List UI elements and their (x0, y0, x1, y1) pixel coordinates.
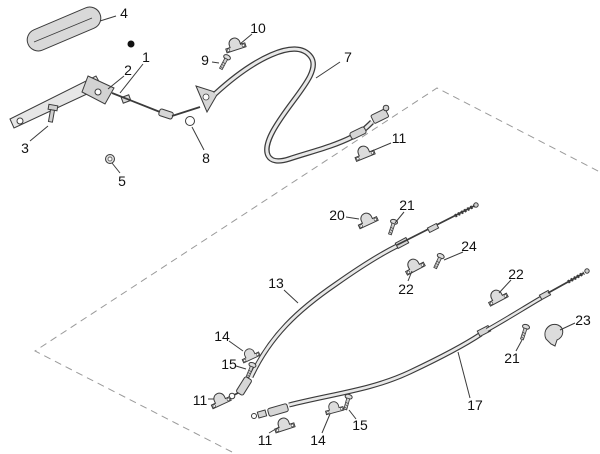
screw-24 (431, 252, 446, 271)
cable-7 (111, 46, 390, 164)
handbrake-grip (26, 6, 102, 52)
callout-8: 8 (202, 150, 210, 166)
bolt-3 (47, 103, 59, 123)
callout-24: 24 (461, 238, 477, 254)
callout-23: 23 (575, 312, 591, 328)
callout-7: 7 (344, 49, 352, 65)
callout-1: 1 (142, 49, 150, 65)
screw-9 (217, 53, 232, 72)
callout-14b: 14 (310, 432, 326, 448)
grommet-8 (185, 116, 195, 126)
callout-5: 5 (118, 173, 126, 189)
cable-13 (228, 202, 479, 400)
clamp-10 (222, 34, 247, 54)
clamp-11c (271, 414, 296, 434)
callout-11c: 11 (257, 432, 273, 448)
cable-7-end-fitting (370, 108, 389, 124)
clamp-22b (484, 285, 509, 307)
callout-15a: 15 (221, 356, 237, 372)
callout-20: 20 (329, 207, 345, 223)
callout-21b: 21 (504, 350, 520, 366)
callout-11b: 11 (192, 392, 208, 408)
reference-plane (34, 87, 600, 453)
callout-14a: 14 (214, 328, 230, 344)
callout-22a: 22 (398, 281, 414, 297)
callout-21a: 21 (399, 197, 415, 213)
assembly-dot (127, 40, 135, 48)
callout-10: 10 (250, 20, 266, 36)
callout-22b: 22 (508, 266, 524, 282)
nut-5 (105, 154, 115, 164)
callout-9: 9 (201, 52, 209, 68)
leader-lines (29, 15, 576, 434)
screw-21b (518, 323, 531, 341)
callout-11a: 11 (391, 130, 407, 146)
handbrake-lever (9, 40, 135, 129)
cable-17 (251, 268, 590, 419)
callout-17: 17 (467, 397, 483, 413)
callout-4: 4 (120, 5, 128, 21)
clamp-22a (401, 254, 426, 276)
clamp-14b (323, 399, 345, 416)
callout-13: 13 (268, 275, 284, 291)
callout-2: 2 (124, 62, 132, 78)
clamp-11a (351, 142, 376, 162)
callout-15b: 15 (352, 417, 368, 433)
callout-3: 3 (21, 140, 29, 156)
hook-23 (544, 323, 564, 347)
